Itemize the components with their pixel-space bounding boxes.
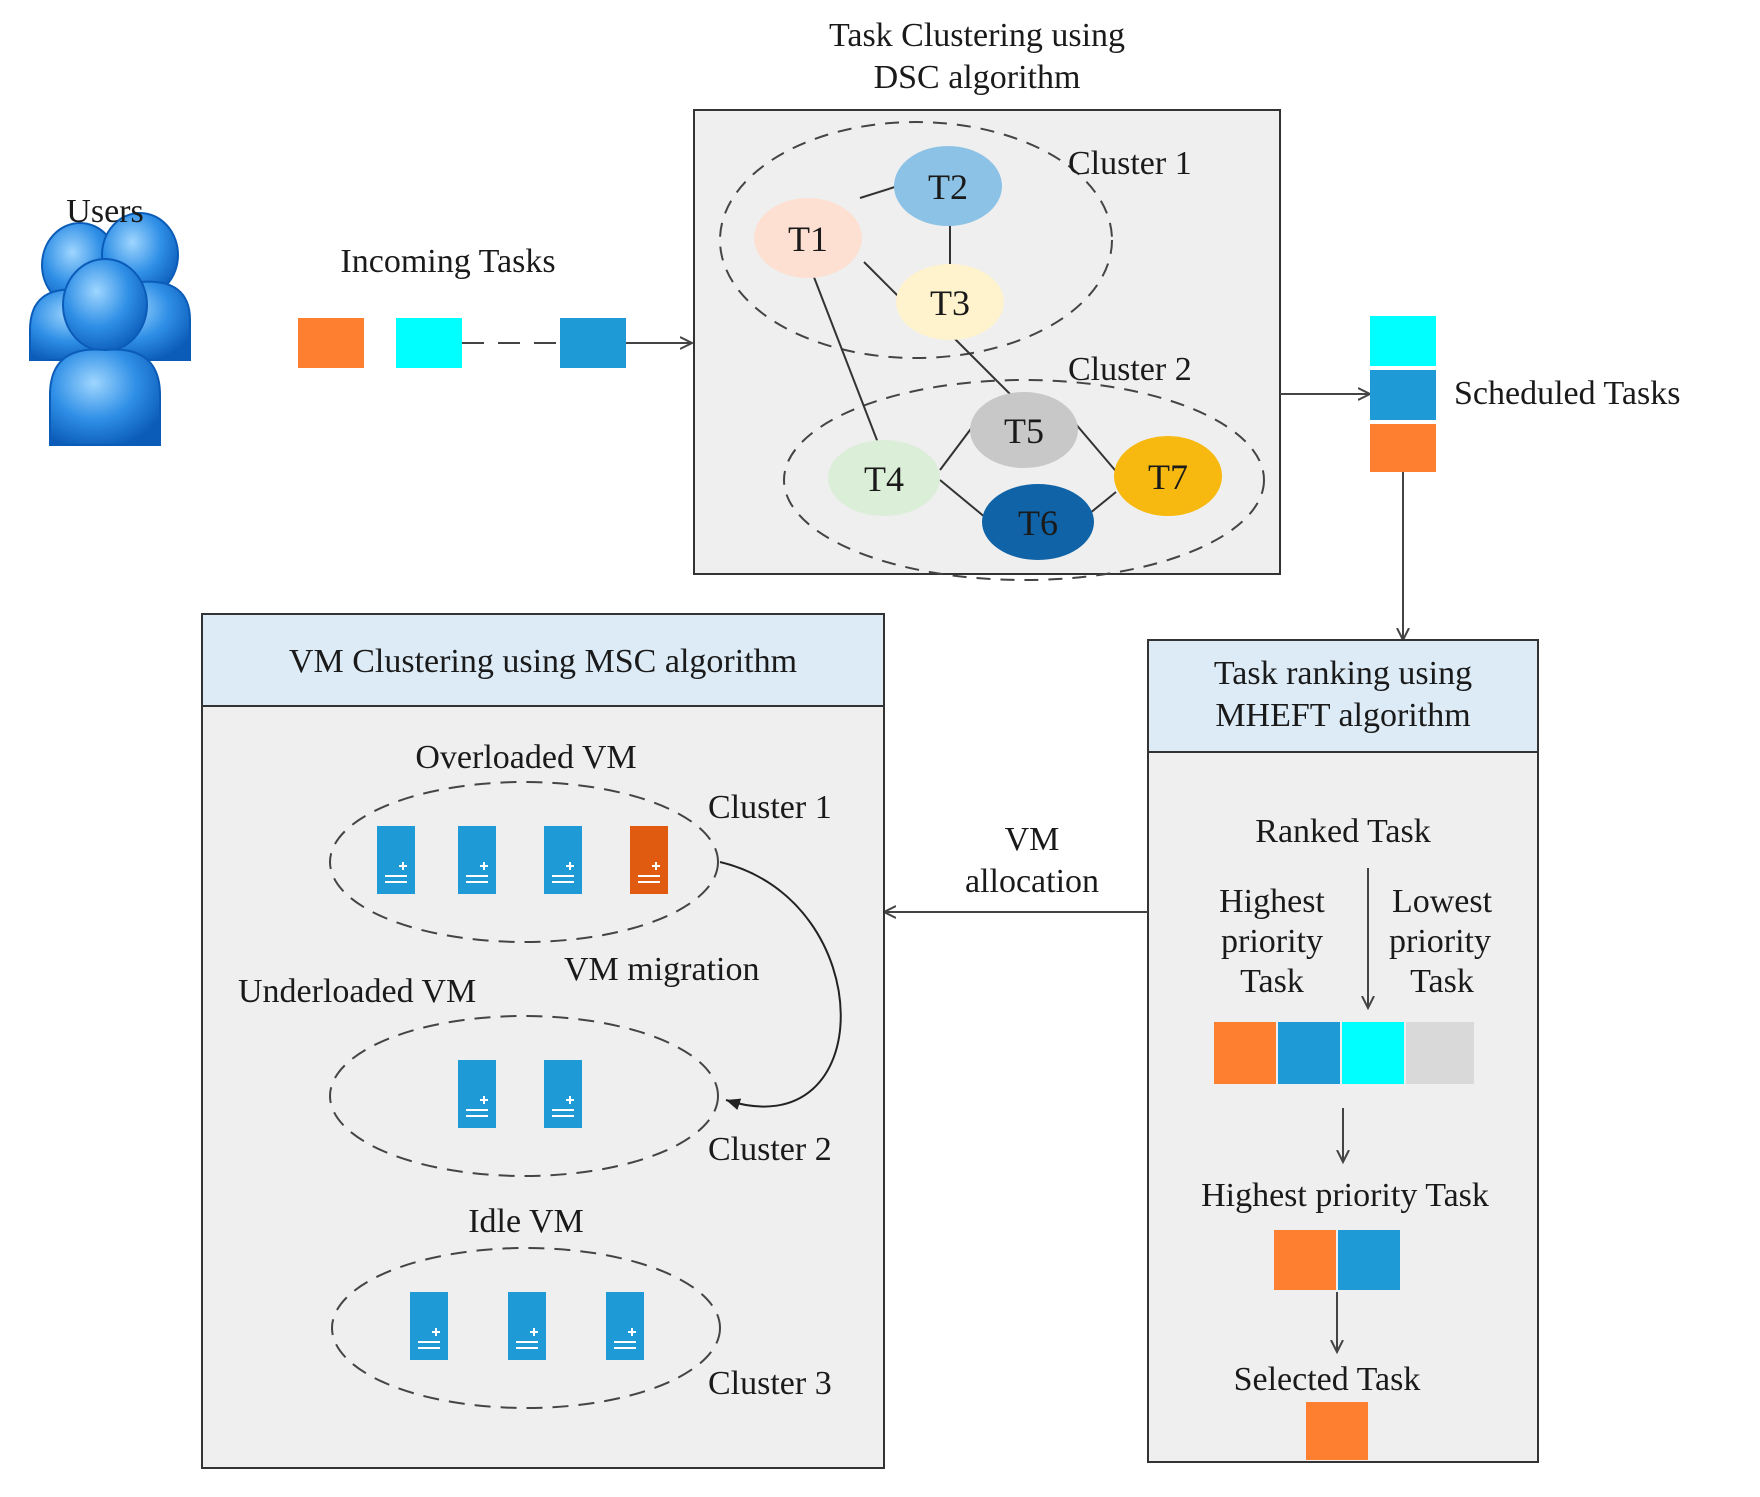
- users-icon: [29, 212, 191, 446]
- lowest-priority-line-2: priority: [1389, 923, 1491, 960]
- incoming-task-cyan: [396, 318, 462, 368]
- task-ranking-title-1: Task ranking using: [1214, 655, 1472, 692]
- incoming-task-blue: [560, 318, 626, 368]
- server-icon: [543, 825, 583, 895]
- task-node-t3: [896, 264, 1004, 340]
- task-node-t1-label: T1: [788, 219, 828, 259]
- ranked-task-grey: [1406, 1022, 1474, 1084]
- task-node-t4: [828, 440, 940, 516]
- incoming-tasks-label: Incoming Tasks: [340, 243, 555, 280]
- overloaded-server-icon: [629, 825, 669, 895]
- vm-cluster-2-label: Cluster 2: [708, 1131, 832, 1168]
- task-node-t1: [754, 198, 862, 278]
- vm-cluster-3-label: Cluster 3: [708, 1365, 832, 1402]
- task-node-t5: [970, 392, 1078, 468]
- selected-task-label: Selected Task: [1234, 1361, 1421, 1398]
- vm-allocation-line-2: allocation: [965, 863, 1099, 900]
- task-graph-edges: [811, 185, 1121, 519]
- scheduled-tasks-label: Scheduled Tasks: [1454, 375, 1680, 412]
- highest-priority-task-label: Highest priority Task: [1201, 1177, 1489, 1214]
- lowest-priority-line-3: Task: [1410, 963, 1474, 1000]
- highest-task-blue: [1338, 1230, 1400, 1290]
- task-cluster-1-boundary: [719, 121, 1113, 359]
- highest-priority-line-2: priority: [1221, 923, 1323, 960]
- task-node-t4-label: T4: [864, 459, 904, 499]
- lowest-priority-line-1: Lowest: [1392, 883, 1493, 920]
- scheduled-task-blue: [1370, 370, 1436, 420]
- scheduled-task-orange: [1370, 424, 1436, 472]
- task-node-t6-label: T6: [1018, 503, 1058, 543]
- vm-cluster-2-boundary: [329, 1015, 719, 1177]
- vm-cluster-3-boundary: [331, 1247, 721, 1409]
- idle-vm-label: Idle VM: [468, 1203, 584, 1240]
- task-clustering-title-1: Task Clustering using: [829, 17, 1125, 54]
- server-icon: [409, 1291, 449, 1361]
- vm-allocation-line-1: VM: [1005, 821, 1060, 858]
- task-node-t7-label: T7: [1148, 457, 1188, 497]
- ranked-task-cyan: [1342, 1022, 1404, 1084]
- ranked-task-label: Ranked Task: [1255, 813, 1430, 850]
- task-cluster-2-boundary: [783, 379, 1265, 581]
- task-node-t2-label: T2: [928, 167, 968, 207]
- task-ranking-title-2: MHEFT algorithm: [1215, 697, 1470, 734]
- vm-migration-label: VM migration: [564, 951, 759, 988]
- scheduled-task-cyan: [1370, 316, 1436, 366]
- underloaded-vm-label: Underloaded VM: [238, 973, 476, 1010]
- vm-cluster-1-boundary: [329, 781, 719, 943]
- highest-priority-line-3: Task: [1240, 963, 1304, 1000]
- vm-clustering-header: [201, 613, 885, 707]
- task-ranking-header: [1147, 639, 1539, 753]
- task-node-t5-label: T5: [1004, 411, 1044, 451]
- highest-priority-line-1: Highest: [1219, 883, 1325, 920]
- server-icon: [507, 1291, 547, 1361]
- task-node-t7: [1114, 436, 1222, 516]
- vm-cluster-1-label: Cluster 1: [708, 789, 832, 826]
- server-icon: [457, 825, 497, 895]
- server-icon: [457, 1059, 497, 1129]
- highest-task-orange: [1274, 1230, 1336, 1290]
- task-node-t3-label: T3: [930, 283, 970, 323]
- selected-task-orange: [1306, 1402, 1368, 1460]
- users-label: Users: [66, 193, 143, 230]
- task-node-t2: [894, 146, 1002, 226]
- ranked-task-blue: [1278, 1022, 1340, 1084]
- task-cluster-1-label: Cluster 1: [1068, 145, 1192, 182]
- incoming-task-orange: [298, 318, 364, 368]
- task-cluster-2-label: Cluster 2: [1068, 351, 1192, 388]
- server-icon: [605, 1291, 645, 1361]
- server-icon: [543, 1059, 583, 1129]
- task-node-t6: [982, 484, 1094, 560]
- overloaded-vm-label: Overloaded VM: [415, 739, 636, 776]
- server-icon: [376, 825, 416, 895]
- vm-migration-arrow: [719, 861, 842, 1111]
- vm-clustering-title: VM Clustering using MSC algorithm: [289, 643, 797, 680]
- task-clustering-title-2: DSC algorithm: [874, 59, 1081, 96]
- ranked-task-orange: [1214, 1022, 1276, 1084]
